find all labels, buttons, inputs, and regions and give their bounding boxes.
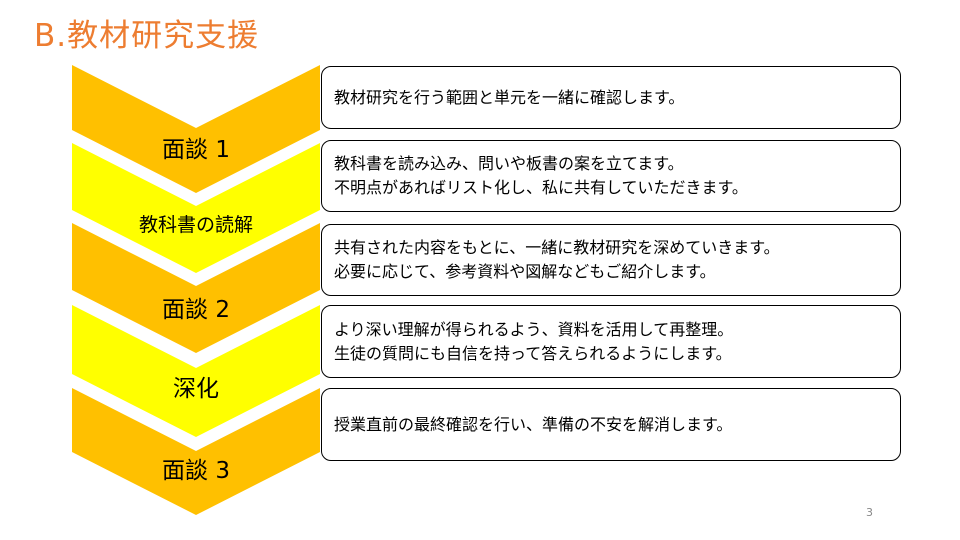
step-label: 面談 2 <box>162 297 230 323</box>
step-description-box: より深い理解が得られるよう、資料を活用して再整理。 生徒の質問にも自信を持って答… <box>321 305 901 378</box>
description-line: 授業直前の最終確認を行い、準備の不安を解消します。 <box>334 414 733 434</box>
chevron-step-3 <box>72 223 320 353</box>
chevron-step-5 <box>72 388 320 515</box>
step-description-box: 教科書を読み込み、問いや板書の案を立てます。 不明点があればリスト化し、私に共有… <box>321 140 901 212</box>
step-label: 教科書の読解 <box>138 214 253 236</box>
step-label: 面談 3 <box>162 458 230 484</box>
description-line: 共有された内容をもとに、一緒に教材研究を深めていきます。 <box>334 238 780 257</box>
chevron-step-4 <box>72 305 320 437</box>
description-line: 教科書を読み込み、問いや板書の案を立てます。 <box>334 154 684 173</box>
page-number: 3 <box>866 506 873 519</box>
step-description-box: 授業直前の最終確認を行い、準備の不安を解消します。 <box>321 388 901 461</box>
slide-title: B.教材研究支援 <box>34 18 260 54</box>
step-description-box: 共有された内容をもとに、一緒に教材研究を深めていきます。 必要に応じて、参考資料… <box>321 224 901 296</box>
description-line: 必要に応じて、参考資料や図解などもご紹介します。 <box>334 262 716 281</box>
step-label: 面談 1 <box>162 137 230 163</box>
description-line: 不明点があればリスト化し、私に共有していただきます。 <box>334 178 748 197</box>
step-label: 深化 <box>173 376 219 402</box>
description-line: 教材研究を行う範囲と単元を一緒に確認します。 <box>334 87 685 107</box>
chevron-step-1 <box>72 65 320 193</box>
step-description-box: 教材研究を行う範囲と単元を一緒に確認します。 <box>321 66 901 129</box>
description-line: より深い理解が得られるよう、資料を活用して再整理。 <box>334 319 734 339</box>
chevron-step-2 <box>72 143 320 273</box>
description-line: 生徒の質問にも自信を持って答えられるようにします。 <box>334 343 732 363</box>
